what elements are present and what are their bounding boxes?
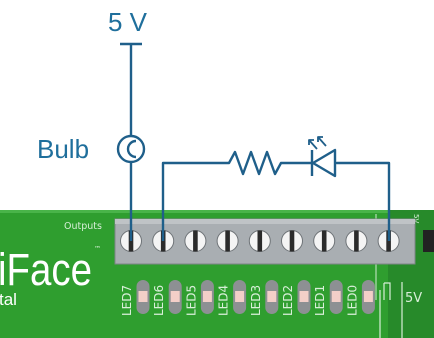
led-label: LED6 xyxy=(152,285,166,316)
brand-fragment: iFace xyxy=(0,244,92,295)
board-led xyxy=(265,280,279,314)
bulb-filament xyxy=(126,139,137,159)
board-led xyxy=(233,280,247,314)
terminal-screw xyxy=(184,230,207,252)
led-triangle xyxy=(311,148,337,178)
led-symbol xyxy=(291,136,337,178)
bulb-label: Bulb xyxy=(37,134,89,164)
led-label: LED2 xyxy=(281,285,295,316)
brand-mark: ™ xyxy=(94,245,101,253)
led-emission-arrows xyxy=(308,136,327,150)
right-edge-label: 5V xyxy=(405,291,422,306)
connector-stub xyxy=(423,230,434,252)
supply-label: 5 V xyxy=(108,7,148,37)
wire-led-loop-left xyxy=(161,161,220,241)
terminal-block xyxy=(114,218,416,265)
silkscreen-mark xyxy=(383,282,391,300)
wiring xyxy=(120,42,391,241)
board-highlight xyxy=(0,210,434,213)
board-led xyxy=(361,280,375,314)
led-label: LED3 xyxy=(249,285,263,316)
terminal-screw xyxy=(281,230,303,252)
led-label: LED5 xyxy=(184,285,198,316)
wire-led-loop-right xyxy=(337,161,391,241)
brand-sub-fragment: tal xyxy=(0,290,17,309)
right-edge-tiny-label: 5V xyxy=(412,214,420,223)
led-label: LED4 xyxy=(217,285,231,316)
terminal-block-top-shade xyxy=(115,219,415,224)
board-led xyxy=(297,280,311,314)
led-label: LED0 xyxy=(345,285,359,316)
board-led xyxy=(168,280,182,314)
board-led xyxy=(136,280,150,314)
terminal-screw xyxy=(313,230,336,252)
bulb-symbol xyxy=(116,134,146,164)
board-led xyxy=(200,280,214,314)
terminal-screw xyxy=(345,230,368,252)
board-led xyxy=(329,280,343,314)
led-label: LED7 xyxy=(120,285,134,316)
outputs-label: Outputs xyxy=(64,221,102,232)
terminal-screw xyxy=(216,230,239,252)
led-row: LED7 LED6 LED5 LED4 LED3 LED2 LED1 LED0 xyxy=(120,280,375,316)
terminal-screw xyxy=(248,230,271,252)
resistor-symbol xyxy=(220,150,291,176)
led-label: LED1 xyxy=(313,285,327,316)
bulb-circle xyxy=(116,134,146,164)
